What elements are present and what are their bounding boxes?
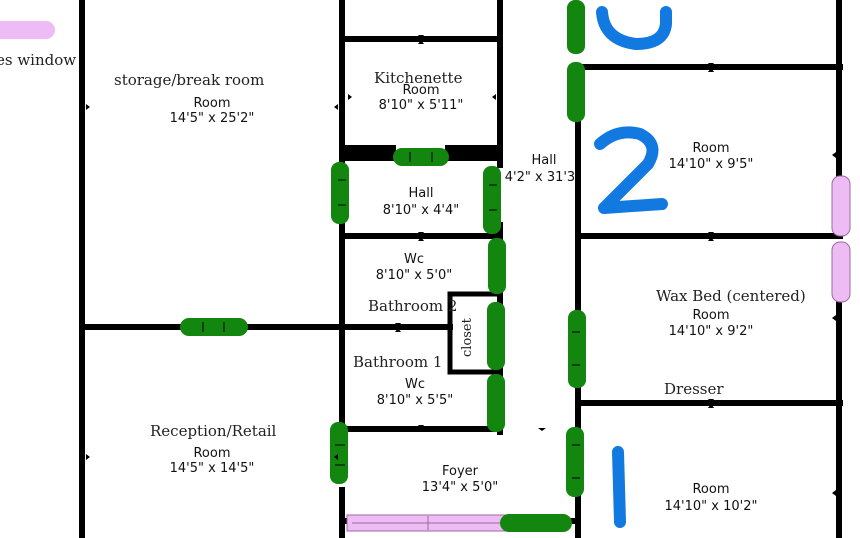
- closet-label: closet: [460, 317, 475, 357]
- kitchenette-label: Kitchenette: [374, 69, 463, 87]
- hall-small-dims: 8'10" x 4'4": [383, 203, 459, 218]
- door-wax-bed: [568, 310, 586, 388]
- room1-label: Room: [692, 482, 729, 497]
- room-storage-label: Room: [193, 96, 230, 111]
- room-reception-label: Room: [193, 446, 230, 461]
- marker-one: [612, 446, 626, 528]
- wall-segment-kitchen-right: [445, 145, 502, 161]
- wc-bottom-dims: 8'10" x 5'5": [377, 393, 453, 408]
- room-kitchenette-label: Room: [402, 83, 439, 98]
- door-wc-bottom: [487, 374, 505, 432]
- window-right-upper: [831, 175, 851, 237]
- reception-label: Reception/Retail: [150, 422, 277, 440]
- doors: [180, 0, 586, 532]
- hall-long-label: Hall: [532, 153, 557, 168]
- door-room2-hall: [567, 62, 585, 122]
- room-wax-dims: 14'10" x 9'2": [669, 324, 754, 339]
- door-hall-right: [483, 166, 501, 234]
- storage-label: storage/break room: [114, 71, 264, 89]
- wax-bed-label: Wax Bed (centered): [656, 287, 806, 305]
- dimension-ticks: [86, 35, 836, 496]
- wall-segment-kitchen-left: [341, 145, 396, 161]
- door-foyer-bottom: [500, 514, 572, 532]
- windows-note: es window: [0, 51, 76, 69]
- door-hall-left: [331, 162, 349, 224]
- door-kitchenette: [393, 148, 449, 166]
- wc-top-label: Wc: [404, 252, 424, 267]
- room-storage-dims: 14'5" x 25'2": [170, 111, 255, 126]
- bathroom2-label: Bathroom 2: [368, 297, 457, 315]
- room-reception-dims: 14'5" x 14'5": [170, 461, 255, 476]
- walls: [79, 0, 843, 538]
- door-room1: [566, 427, 584, 497]
- hall-small-label: Hall: [409, 186, 434, 201]
- room-wax-label: Room: [692, 308, 729, 323]
- foyer-label: Foyer: [442, 464, 479, 479]
- room-labels: Room 14'5" x 25'2" Room 8'10" x 5'11" Ha…: [170, 83, 758, 514]
- door-hinges: [202, 152, 580, 479]
- dresser-label: Dresser: [664, 380, 724, 398]
- wc-bottom-label: Wc: [405, 377, 425, 392]
- hall-long-dims: 4'2" x 31'3: [505, 170, 575, 185]
- foyer-dims: 13'4" x 5'0": [422, 480, 498, 495]
- wc-top-dims: 8'10" x 5'0": [376, 268, 452, 283]
- room2-dims: 14'10" x 9'5": [669, 157, 754, 172]
- door-closet: [487, 302, 505, 370]
- marker-two: [594, 126, 668, 214]
- room2-label: Room: [692, 141, 729, 156]
- room-number-markers: [594, 6, 672, 528]
- door-foyer-left: [330, 422, 348, 484]
- door-wc-top: [488, 238, 506, 294]
- marker-three: [596, 6, 672, 50]
- door-room3: [567, 0, 585, 54]
- window-swatch-top-left: [0, 21, 55, 39]
- windows: [0, 21, 851, 532]
- room1-dims: 14'10" x 10'2": [665, 499, 758, 514]
- window-right-lower: [831, 241, 851, 303]
- door-reception: [180, 318, 248, 336]
- bathroom1-label: Bathroom 1: [353, 353, 442, 371]
- room-kitchenette-dims: 8'10" x 5'11": [379, 98, 464, 113]
